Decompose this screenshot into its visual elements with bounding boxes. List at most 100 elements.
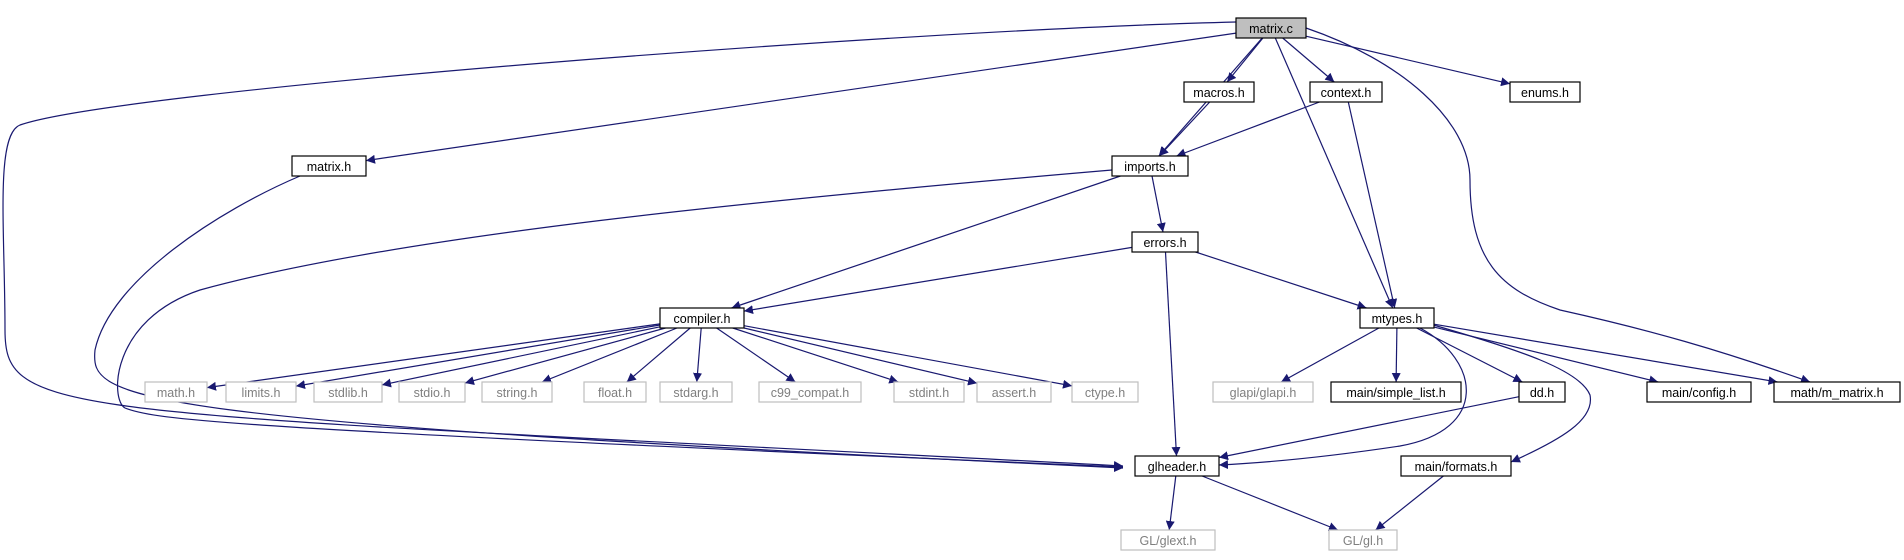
node-box [1183, 81, 1255, 103]
node-config-h[interactable]: main/config.h [1646, 381, 1752, 403]
node-box [1330, 381, 1462, 403]
node-label: dd.h [1530, 386, 1554, 400]
node-compiler-h[interactable]: compiler.h [659, 307, 745, 329]
node-gl-h: GL/gl.h [1328, 529, 1398, 551]
node-label: assert.h [992, 386, 1037, 400]
node-box [225, 381, 297, 403]
node-box [659, 381, 733, 403]
node-box [313, 381, 383, 403]
node-imports-h[interactable]: imports.h [1111, 155, 1189, 177]
node-label: math.h [157, 386, 195, 400]
node-box [1212, 381, 1314, 403]
node-label: limits.h [242, 386, 281, 400]
node-label: main/formats.h [1415, 460, 1498, 474]
node-label: ctype.h [1085, 386, 1125, 400]
edge-imports-h-to-compiler-h [731, 175, 1121, 310]
edge-compiler-h-to-c99-compat-h [716, 327, 796, 383]
edge-matrix-c-to-enums-h [1305, 35, 1511, 87]
edge-compiler-h-to-stdlib-h [381, 326, 661, 388]
node-label: float.h [598, 386, 632, 400]
node-box [1400, 455, 1512, 477]
edge-context-h-to-imports-h [1176, 101, 1320, 158]
node-label: stdlib.h [328, 386, 368, 400]
node-box [1071, 381, 1139, 403]
node-box [144, 381, 208, 403]
edge-compiler-h-to-limits-h [295, 324, 661, 390]
node-stdlib-h: stdlib.h [313, 381, 383, 403]
edge-compiler-h-to-string-h [541, 327, 678, 383]
node-label: math/m_matrix.h [1790, 386, 1883, 400]
edge-matrix-c-to-glheader-h [2, 21, 1237, 471]
node-formats-h[interactable]: main/formats.h [1400, 455, 1512, 477]
node-box [481, 381, 553, 403]
node-label: stdarg.h [673, 386, 718, 400]
node-box [976, 381, 1052, 403]
node-box [1646, 381, 1752, 403]
node-dd-h[interactable]: dd.h [1518, 381, 1566, 403]
node-label: matrix.c [1249, 22, 1293, 36]
node-simple-list-h[interactable]: main/simple_list.h [1330, 381, 1462, 403]
node-enums-h[interactable]: enums.h [1509, 81, 1581, 103]
edge-matrix-c-to-context-h [1282, 37, 1335, 83]
node-assert-h: assert.h [976, 381, 1052, 403]
node-label: stdio.h [414, 386, 451, 400]
edge-macros-h-to-imports-h [1158, 101, 1211, 157]
node-label: macros.h [1193, 86, 1244, 100]
node-label: errors.h [1143, 236, 1186, 250]
node-box [659, 307, 745, 329]
edge-formats-h-to-gl-h [1375, 475, 1444, 531]
node-context-h[interactable]: context.h [1309, 81, 1383, 103]
edge-glheader-h-to-glext-h [1165, 475, 1177, 531]
node-m-matrix-h[interactable]: math/m_matrix.h [1773, 381, 1901, 403]
node-glext-h: GL/glext.h [1120, 529, 1216, 551]
node-ctype-h: ctype.h [1071, 381, 1139, 403]
edge-matrix-c-to-matrix-h [365, 32, 1237, 164]
edge-compiler-h-to-float-h [626, 327, 691, 383]
edge-imports-h-to-errors-h [1151, 175, 1166, 233]
edge-imports-h-to-glheader-h [116, 169, 1124, 472]
edge-compiler-h-to-stdio-h [464, 327, 666, 385]
node-errors-h[interactable]: errors.h [1131, 231, 1199, 253]
node-box [1509, 81, 1581, 103]
node-box [1309, 81, 1383, 103]
node-box [583, 381, 647, 403]
edge-mtypes-h-to-simple-list-h [1391, 327, 1401, 383]
node-box [1131, 231, 1199, 253]
node-glheader-h[interactable]: glheader.h [1134, 455, 1220, 477]
node-label: mtypes.h [1372, 312, 1423, 326]
edge-mtypes-h-to-glheader-h [1218, 327, 1467, 470]
edge-errors-h-to-mtypes-h [1195, 251, 1367, 310]
edge-compiler-h-to-ctype-h [743, 325, 1073, 389]
edge-errors-h-to-compiler-h [743, 246, 1133, 315]
edge-matrix-c-to-m-matrix-h [1305, 27, 1811, 384]
node-math-h: math.h [144, 381, 208, 403]
node-c99-compat-h: c99_compat.h [758, 381, 862, 403]
node-float-h: float.h [583, 381, 647, 403]
node-label: enums.h [1521, 86, 1569, 100]
node-mtypes-h[interactable]: mtypes.h [1359, 307, 1435, 329]
node-box [1328, 529, 1398, 551]
edge-compiler-h-to-math-h [206, 323, 661, 391]
node-matrix-c[interactable]: matrix.c [1235, 17, 1307, 39]
node-box [291, 155, 367, 177]
node-box [1773, 381, 1901, 403]
node-label: GL/gl.h [1343, 534, 1383, 548]
node-label: string.h [497, 386, 538, 400]
node-macros-h[interactable]: macros.h [1183, 81, 1255, 103]
file-nodes: matrix.c matrix.h macros.h context.h enums.h… [144, 17, 1901, 551]
node-stdint-h: stdint.h [893, 381, 965, 403]
node-matrix-h[interactable]: matrix.h [291, 155, 367, 177]
node-label: GL/glext.h [1140, 534, 1197, 548]
edge-matrix-c-to-mtypes-h [1274, 37, 1394, 309]
edge-mtypes-h-to-glapi-h [1280, 327, 1380, 383]
edge-dd-h-to-glheader-h [1218, 396, 1520, 461]
node-box [1111, 155, 1189, 177]
node-label: glheader.h [1148, 460, 1206, 474]
node-box [1120, 529, 1216, 551]
node-label: main/config.h [1662, 386, 1736, 400]
node-limits-h: limits.h [225, 381, 297, 403]
node-box [758, 381, 862, 403]
node-label: glapi/glapi.h [1230, 386, 1297, 400]
edge-compiler-h-to-stdarg-h [693, 327, 703, 383]
